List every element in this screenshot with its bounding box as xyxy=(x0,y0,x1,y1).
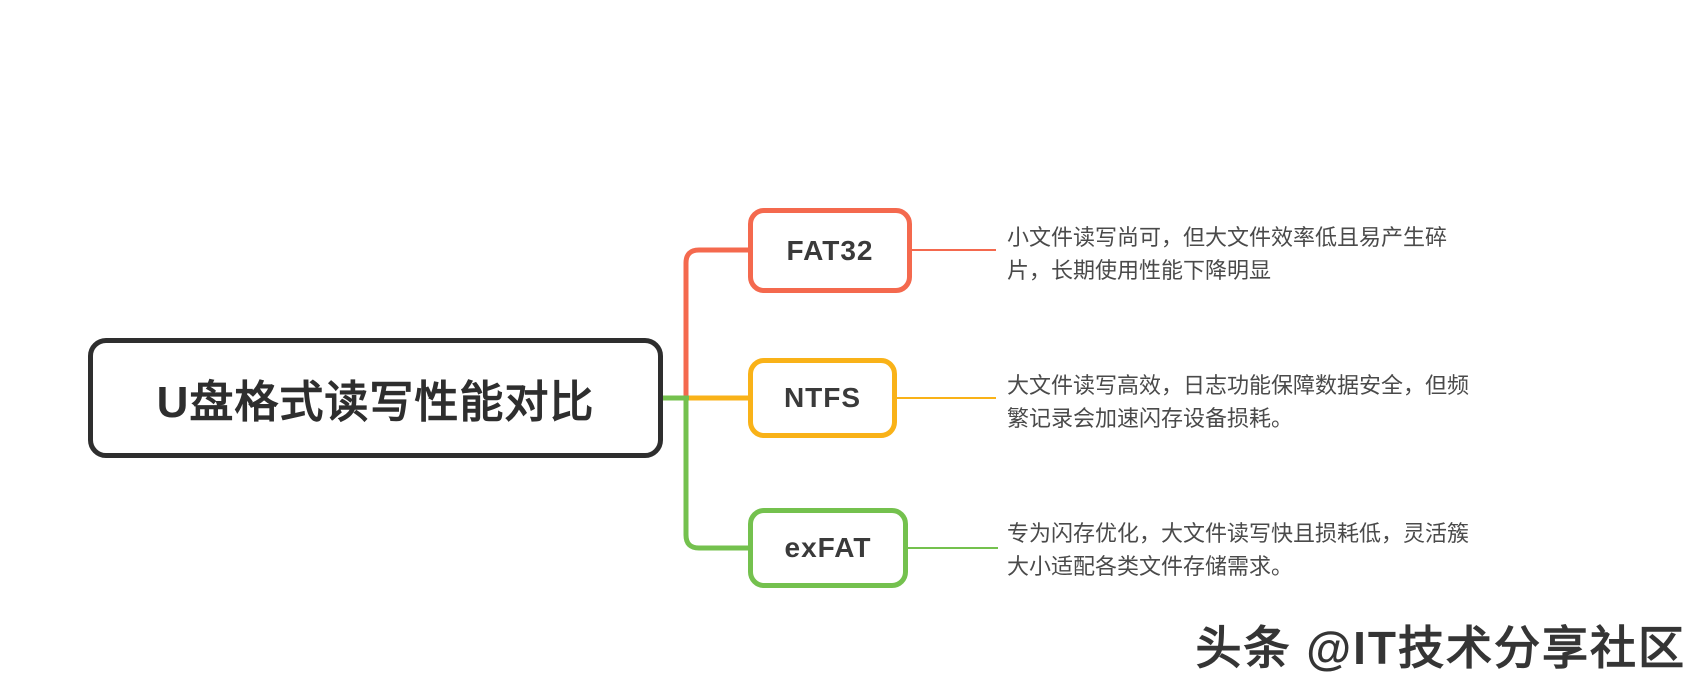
watermark-text: 头条 @IT技术分享社区 xyxy=(1195,622,1686,674)
branch-desc-exfat-line2: 大小适配各类文件存储需求。 xyxy=(1007,554,1294,579)
branch-desc-fat32: 小文件读写尚可，但大文件效率低且易产生碎 片，长期使用性能下降明显 xyxy=(1007,221,1447,287)
branch-desc-ntfs-line2: 繁记录会加速闪存设备损耗。 xyxy=(1007,406,1294,431)
branch-desc-exfat-line1: 专为闪存优化，大文件读写快且损耗低，灵活簇 xyxy=(1007,521,1470,546)
branch-desc-fat32-line2: 片，长期使用性能下降明显 xyxy=(1007,258,1272,283)
branch-label-exfat: exFAT xyxy=(784,532,872,563)
branch-desc-ntfs: 大文件读写高效，日志功能保障数据安全，但频 繁记录会加速闪存设备损耗。 xyxy=(1007,369,1469,435)
branch-desc-exfat: 专为闪存优化，大文件读写快且损耗低，灵活簇 大小适配各类文件存储需求。 xyxy=(1007,517,1469,583)
branch-node-ntfs: NTFS xyxy=(748,358,897,438)
connector-trunk-fat32 xyxy=(683,247,748,396)
branch-label-ntfs: NTFS xyxy=(783,382,862,413)
root-topic-label: U盘格式读写性能对比 xyxy=(156,378,595,427)
root-topic-node: U盘格式读写性能对比 xyxy=(88,338,663,458)
branch-desc-ntfs-line1: 大文件读写高效，日志功能保障数据安全，但频 xyxy=(1007,373,1470,398)
branch-node-exfat: exFAT xyxy=(748,508,908,588)
branch-node-fat32: FAT32 xyxy=(748,208,912,293)
branch-label-fat32: FAT32 xyxy=(786,234,874,266)
connector-trunk-exfat xyxy=(683,400,750,551)
branch-desc-fat32-line1: 小文件读写尚可，但大文件效率低且易产生碎 xyxy=(1007,225,1448,250)
